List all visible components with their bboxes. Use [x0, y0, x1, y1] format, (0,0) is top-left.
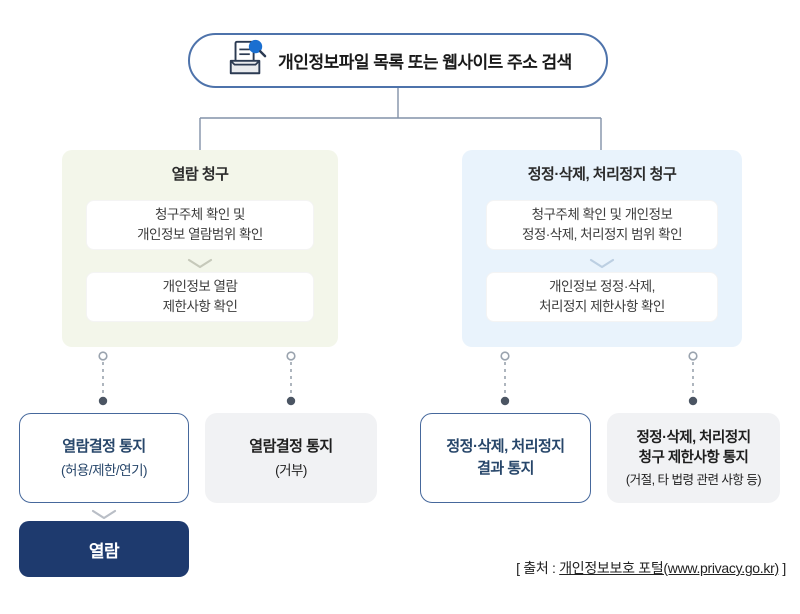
outcome-title: 열람결정 통지 [62, 438, 146, 456]
outcome-note: (허용/제한/연기) [60, 463, 148, 479]
correction-step-2: 개인정보 정정·삭제, 처리정지 제한사항 확인 [486, 272, 718, 322]
root-node-search: 개인정보파일 목록 또는 웹사이트 주소 검색 [188, 33, 608, 88]
outcome-title: 정정·삭제, 처리정지 [446, 438, 565, 456]
correction-step-1-line2: 정정·삭제, 처리정지 범위 확인 [521, 227, 683, 242]
correction-step-2-line2: 처리정지 제한사항 확인 [539, 299, 665, 314]
access-action-node: 열람 [19, 521, 189, 577]
outcome-title: 정정·삭제, 처리정지 [636, 430, 751, 447]
inbox-document-search-icon [224, 38, 268, 83]
source-portal-link[interactable]: 개인정보보호 포털(www.privacy.go.kr) [559, 560, 779, 576]
outcome-title-line2: 결과 통지 [477, 460, 534, 477]
correction-step-2-line1: 개인정보 정정·삭제, [549, 279, 655, 295]
panel-correction-title: 정정·삭제, 처리정지 청구 [527, 166, 677, 183]
access-step-2-line2: 제한사항 확인 [162, 299, 238, 314]
source-prefix: [ 출처 : [516, 560, 560, 576]
panel-access-title: 열람 청구 [171, 166, 229, 183]
dotted-line-connector [688, 351, 698, 406]
dotted-line-connector [286, 351, 296, 406]
access-step-1: 청구주체 확인 및 개인정보 열람범위 확인 [86, 200, 314, 250]
outcome-access-decision-notice: 열람결정 통지 (허용/제한/연기) [19, 413, 189, 503]
outcome-note: (거절, 타 법령 관련 사항 등) [625, 472, 762, 487]
outcome-note: (거부) [275, 463, 307, 479]
panel-access-request: 열람 청구 청구주체 확인 및 개인정보 열람범위 확인 개인정보 열람 제한사… [62, 150, 338, 347]
outcome-correction-result-notice: 정정·삭제, 처리정지 결과 통지 [420, 413, 591, 503]
root-node-label: 개인정보파일 목록 또는 웹사이트 주소 검색 [278, 53, 572, 72]
access-step-2: 개인정보 열람 제한사항 확인 [86, 272, 314, 322]
correction-step-1-line1: 청구주체 확인 및 개인정보 [531, 207, 673, 223]
outcome-access-denial-notice: 열람결정 통지 (거부) [205, 413, 377, 503]
dotted-line-connector [500, 351, 510, 406]
source-citation: [ 출처 : 개인정보보호 포털(www.privacy.go.kr) ] [516, 558, 786, 578]
chevron-down-icon [187, 256, 213, 269]
outcome-title-line2: 청구 제한사항 통지 [638, 450, 749, 467]
outcome-title: 열람결정 통지 [249, 438, 333, 456]
access-step-1-line1: 청구주체 확인 및 [155, 207, 245, 223]
panel-correction-request: 정정·삭제, 처리정지 청구 청구주체 확인 및 개인정보 정정·삭제, 처리정… [462, 150, 742, 347]
source-suffix: ] [778, 560, 786, 576]
correction-step-1: 청구주체 확인 및 개인정보 정정·삭제, 처리정지 범위 확인 [486, 200, 718, 250]
chevron-down-icon [91, 507, 117, 525]
chevron-down-icon [589, 256, 615, 269]
access-step-2-line1: 개인정보 열람 [162, 279, 238, 295]
outcome-correction-restriction-notice: 정정·삭제, 처리정지 청구 제한사항 통지 (거절, 타 법령 관련 사항 등… [607, 413, 780, 503]
dotted-line-connector [98, 351, 108, 406]
access-step-1-line2: 개인정보 열람범위 확인 [137, 227, 263, 242]
